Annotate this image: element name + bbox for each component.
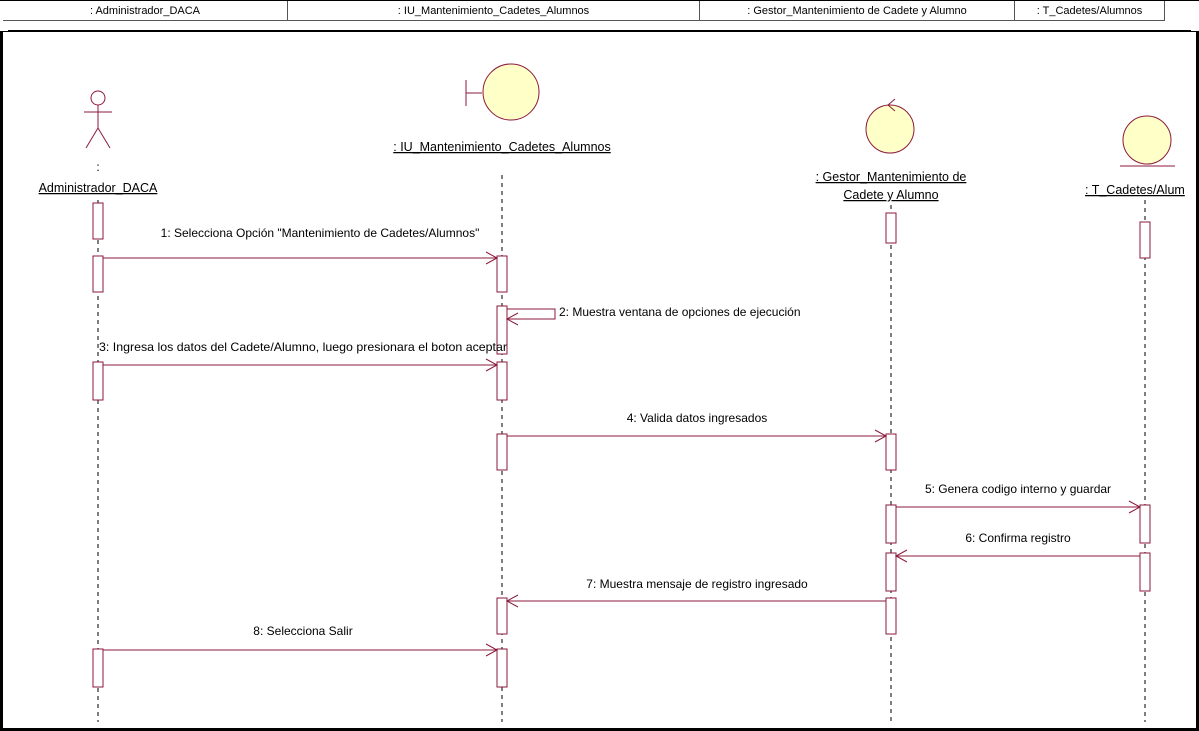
activation-box (496, 361, 508, 401)
boundary-icon[interactable] (465, 63, 540, 121)
header-cell-entity[interactable]: : T_Cadetes/Alumnos (1015, 1, 1165, 21)
activation-box (1139, 221, 1151, 259)
activation-box (92, 361, 104, 401)
message-label-8: 8: Selecciona Salir (253, 624, 352, 638)
message-label-4: 4: Valida datos ingresados (627, 411, 768, 425)
message-arrow-4[interactable] (507, 429, 888, 443)
actor-icon[interactable] (84, 90, 112, 149)
activation-box (885, 552, 897, 592)
activation-box (885, 504, 897, 544)
message-arrow-5[interactable] (896, 500, 1142, 514)
message-label-3: 3: Ingresa los datos del Cadete/Alumno, … (99, 340, 507, 354)
header-bar: : Administrador_DACA : IU_Mantenimiento_… (0, 0, 1199, 32)
activation-box (885, 433, 897, 471)
activation-box (92, 255, 104, 293)
message-arrow-7[interactable] (505, 594, 886, 608)
control-icon[interactable] (865, 98, 915, 154)
control-name-line2[interactable]: Cadete y Alumno (843, 188, 938, 202)
activation-box (496, 305, 508, 355)
message-label-5: 5: Genera codigo interno y guardar (925, 482, 1111, 496)
activation-box (496, 433, 508, 471)
activation-box (885, 212, 897, 244)
control-name-line1[interactable]: : Gestor_Mantenimiento de (816, 170, 967, 184)
message-label-2: 2: Muestra ventana de opciones de ejecuc… (559, 305, 801, 319)
message-arrow-3[interactable] (103, 358, 499, 372)
canvas-top-border (8, 30, 1191, 31)
activation-box (496, 597, 508, 635)
message-arrow-8[interactable] (103, 643, 499, 657)
message-label-7: 7: Muestra mensaje de registro ingresado (586, 577, 808, 591)
message-arrow-2[interactable] (505, 308, 556, 326)
activation-box (885, 597, 897, 635)
message-label-1: 1: Selecciona Opción "Mantenimiento de C… (161, 226, 480, 240)
activation-box (92, 648, 104, 688)
message-arrow-6[interactable] (894, 549, 1140, 563)
activation-box (1139, 552, 1151, 592)
header-cell-boundary[interactable]: : IU_Mantenimiento_Cadetes_Alumnos (288, 1, 700, 21)
header-cell-control[interactable]: : Gestor_Mantenimiento de Cadete y Alumn… (700, 1, 1015, 21)
activation-box (1139, 504, 1151, 544)
activation-box (92, 202, 104, 240)
header-cell-actor[interactable]: : Administrador_DACA (3, 1, 288, 21)
actor-prefix: : (96, 160, 99, 174)
entity-name[interactable]: : T_Cadetes/Alum (1085, 183, 1185, 197)
activation-box (496, 648, 508, 688)
message-arrow-1[interactable] (103, 251, 499, 265)
message-label-6: 6: Confirma registro (965, 531, 1071, 545)
boundary-name[interactable]: : IU_Mantenimiento_Cadetes_Alumnos (393, 140, 610, 154)
entity-icon[interactable] (1120, 115, 1175, 167)
activation-box (496, 255, 508, 293)
actor-name[interactable]: Administrador_DACA (39, 181, 158, 195)
